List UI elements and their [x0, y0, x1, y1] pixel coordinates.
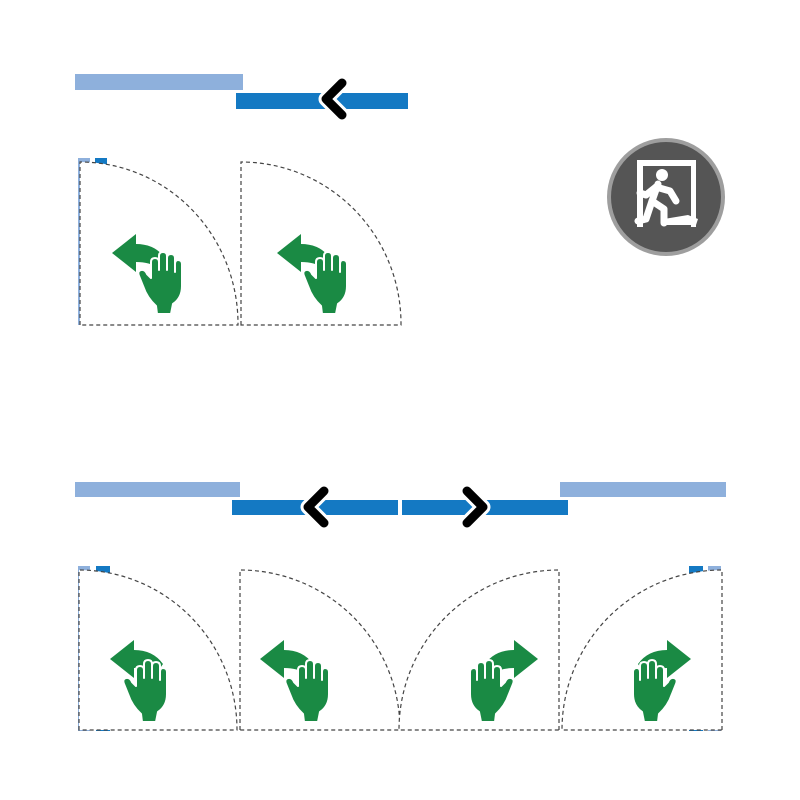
chevron-icon [462, 486, 488, 528]
swing-leaf [79, 161, 239, 326]
fixed-panel-left [75, 482, 240, 497]
swing-leaf [78, 569, 238, 731]
emergency-exit-running-man-icon [607, 138, 725, 256]
double-sliding-door [75, 482, 726, 731]
chevron-icon [303, 486, 329, 528]
swing-leaf [239, 569, 401, 731]
swing-leaf [240, 161, 402, 326]
swing-leaf [398, 569, 560, 731]
chevron-icon [321, 78, 347, 120]
single-sliding-door [75, 74, 408, 326]
swing-leaf [561, 569, 723, 731]
fixed-panel-right [560, 482, 726, 497]
fixed-panel [75, 74, 243, 90]
